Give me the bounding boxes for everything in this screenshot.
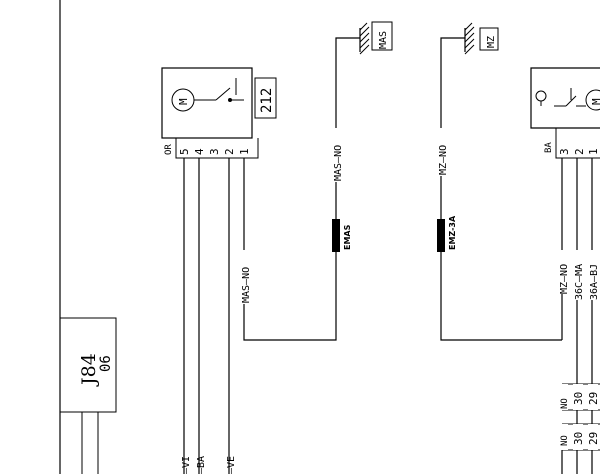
wire-mas-no [243, 37, 360, 341]
wire-mz-no [440, 37, 562, 341]
connector-label-emas: EMAS [343, 224, 352, 250]
terminal-30-1: 30 [572, 392, 585, 405]
motor-component-left: 212 M OR 5 4 3 2 1 [161, 67, 277, 159]
ground-mz-icon: MZ [464, 22, 499, 55]
title-sub: 06 [98, 355, 114, 372]
terminal-block: NO 30 29 NO 30 29 [558, 383, 600, 474]
ground-label-mas: MAS [378, 31, 389, 49]
component-code: 212 [259, 88, 275, 113]
connector-emas [332, 219, 340, 252]
connector-label-emz-3a: EMZ-3A [448, 215, 457, 250]
wire-label-mz-no-lower: MZ—NO [559, 264, 570, 294]
wire-label-mas-no-upper: MAS—NO [333, 145, 344, 181]
svg-text:M: M [177, 98, 190, 105]
switch-icon [565, 95, 577, 107]
svg-text:M: M [590, 98, 600, 105]
pin-4: 4 [193, 148, 206, 155]
wire-label-ba: —BA [196, 456, 207, 474]
switch-icon [215, 87, 231, 101]
pin-3-right: 3 [558, 148, 571, 155]
pin-1: 1 [238, 148, 251, 155]
wire-label-mz-no-upper: MZ—NO [438, 145, 449, 175]
terminal-30-2: 30 [572, 432, 585, 445]
wire-label-mas-no-lower: MAS—NO [241, 267, 252, 303]
wire-label-36a-bj: 36A—BJ [589, 264, 600, 300]
terminal-no-2: NO [560, 435, 570, 446]
pin-5: 5 [178, 148, 191, 155]
motor-icon [585, 89, 600, 111]
terminal-29-1: 29 [587, 392, 600, 405]
wire-label-ve: —VE [226, 456, 237, 474]
connector-emz-3a [437, 219, 445, 252]
pin-3: 3 [208, 148, 221, 155]
component-code-box [254, 77, 277, 119]
sensor-icon [535, 90, 547, 102]
ground-label-mz: MZ [486, 36, 497, 48]
pin-2: 2 [223, 148, 236, 155]
title-code: J84 [78, 353, 100, 387]
terminal-29-2: 29 [587, 432, 600, 445]
motor-component-right: M BA 3 2 1 [530, 67, 600, 159]
wire-label-vi: —VI [181, 456, 192, 474]
pin-1-right: 1 [587, 148, 600, 155]
terminal-no-1: NO [560, 398, 570, 409]
ground-mas-icon: MAS [359, 21, 393, 55]
component-color: OR [164, 144, 174, 155]
wire-label-36c-ma: 36C—MA [574, 264, 585, 300]
title-block: J84 06 [59, 317, 117, 474]
pin-2-right: 2 [573, 148, 586, 155]
component-color-right: BA [544, 142, 554, 153]
